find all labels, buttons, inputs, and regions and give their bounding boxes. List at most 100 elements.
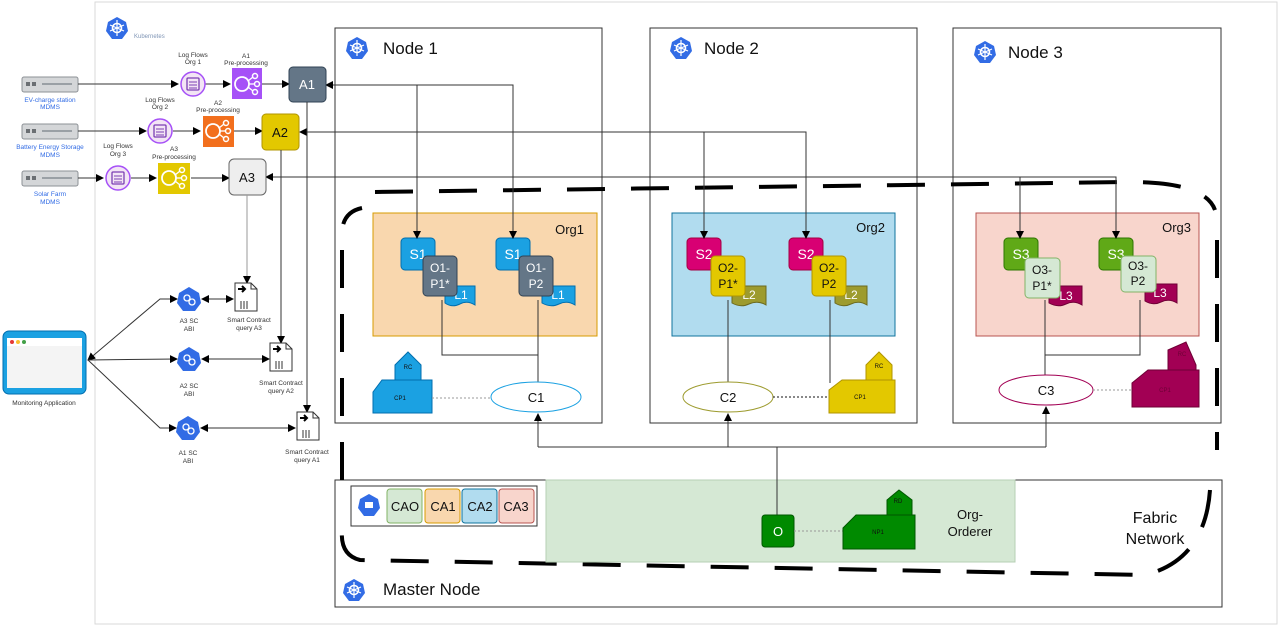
org1-label: Org1 xyxy=(555,222,584,237)
svg-text:L2: L2 xyxy=(742,288,756,302)
agent-peer-links xyxy=(265,81,1120,239)
preprocessing-a1-line2: Pre-processing xyxy=(224,60,268,67)
svg-text:P1*: P1* xyxy=(430,277,450,291)
svg-text:O3-: O3- xyxy=(1128,259,1148,273)
sc-abi-a1-line2: ABI xyxy=(183,458,194,465)
sc-query-a2-line2: query A2 xyxy=(268,388,294,395)
server-icon xyxy=(21,170,79,187)
smart-contract-doc-icon xyxy=(234,282,258,312)
sc-abi-a2-line1: A2 SC xyxy=(180,383,199,390)
log-flow-org1-line2: Org 1 xyxy=(185,59,202,66)
svg-text:L3: L3 xyxy=(1153,286,1167,300)
orderer-channel-links xyxy=(534,406,1050,515)
preprocessing-a2-line1: A2 xyxy=(214,100,222,107)
source-battery-line1: Battery Energy Storage xyxy=(16,144,84,151)
svg-text:O3-: O3- xyxy=(1032,263,1052,277)
preprocessing-a2-line2: Pre-processing xyxy=(196,107,240,114)
svg-text:NP1: NP1 xyxy=(872,530,884,536)
log-flow-org3-line1: Log Flows xyxy=(103,143,133,150)
svg-text:A1: A1 xyxy=(299,77,315,92)
server-icon xyxy=(21,76,79,93)
org3-label: Org3 xyxy=(1162,220,1191,235)
sc-query-a3-line2: query A3 xyxy=(236,325,262,332)
source-flow-arrows xyxy=(78,80,290,182)
svg-text:CP1: CP1 xyxy=(394,396,406,402)
log-flow-icon xyxy=(105,165,131,191)
preprocessing-a2 xyxy=(203,116,234,147)
server-icon xyxy=(21,123,79,140)
svg-text:S3: S3 xyxy=(1107,246,1124,262)
svg-text:C1: C1 xyxy=(528,390,545,405)
org1-peer-1: S1 L1 O1- P1* xyxy=(400,237,476,307)
source-solar-line1: Solar Farm xyxy=(34,191,66,198)
ca-cao xyxy=(386,488,423,524)
sc-query-a1-line1: Smart Contract xyxy=(285,449,329,456)
sc-abi-a2-line2: ABI xyxy=(184,391,195,398)
svg-text:RD: RD xyxy=(894,499,903,505)
svg-text:RC: RC xyxy=(404,365,413,371)
node-1-title: Node 1 xyxy=(383,39,438,58)
svg-text:CP1: CP1 xyxy=(1159,388,1171,394)
org1-peer-2: S1 L1 O1- P2 xyxy=(495,237,576,307)
org-orderer-label-line1: Org- xyxy=(957,507,983,522)
kubernetes-label: Kubernetes xyxy=(134,34,165,40)
svg-text:RC: RC xyxy=(875,364,884,370)
source-ev-line1: EV-charge station xyxy=(24,97,76,104)
org3-peer-2: S3 L3 O3- P2 xyxy=(1098,237,1178,305)
source-battery-line2: MDMS xyxy=(40,152,61,159)
log-flow-org1-line1: Log Flows xyxy=(178,52,208,59)
fabric-network-label-line2: Network xyxy=(1126,531,1186,548)
orderer-np1-rd: RD NP1 xyxy=(842,489,916,550)
svg-text:O2-: O2- xyxy=(718,261,738,275)
monitoring-application-icon xyxy=(2,330,87,395)
log-flow-org2-line2: Org 2 xyxy=(152,104,169,111)
ca-group-icon xyxy=(358,494,380,516)
sc-abi-a3-line2: ABI xyxy=(184,326,195,333)
org2-peer-1: S2 L2 O2- P1* xyxy=(686,237,767,307)
monitoring-abi-links xyxy=(87,295,178,432)
master-node-title: Master Node xyxy=(383,580,480,599)
ca-ca1 xyxy=(424,488,461,524)
log-flow-org3-line2: Org 3 xyxy=(110,151,127,158)
org3-peer-2-o xyxy=(1120,255,1157,293)
ca-ca2 xyxy=(461,488,498,524)
org2-peer-1-o xyxy=(710,255,746,297)
org2-label: Org2 xyxy=(856,220,885,235)
node-3-title: Node 3 xyxy=(1008,43,1063,62)
svg-text:C3: C3 xyxy=(1038,383,1055,398)
svg-text:P2: P2 xyxy=(529,277,544,291)
node-2-title: Node 2 xyxy=(704,39,759,58)
org3-peer-1-o xyxy=(1024,257,1061,299)
agent-sc-query-links xyxy=(243,102,311,413)
svg-text:P2: P2 xyxy=(822,277,837,291)
sc-abi-a1-line1: A1 SC xyxy=(179,450,198,457)
svg-text:A2: A2 xyxy=(272,125,288,140)
svg-text:CP1: CP1 xyxy=(854,395,866,401)
org1-peer-1-o xyxy=(422,255,458,297)
channel-c1 xyxy=(490,381,582,413)
svg-text:P1*: P1* xyxy=(718,277,738,291)
preprocessing-a1-line1: A1 xyxy=(242,53,250,60)
sc-query-a1-line2: query A1 xyxy=(294,457,320,464)
org2-cp1-rc: RC CP1 xyxy=(828,351,896,414)
preprocessing-a3-line2: Pre-processing xyxy=(152,154,196,161)
source-solar-line2: MDMS xyxy=(40,199,61,206)
org2-peer-2: S2 L2 O2- P2 xyxy=(788,237,868,307)
sc-query-a3-line1: Smart Contract xyxy=(227,317,271,324)
svg-text:S2: S2 xyxy=(695,246,712,262)
monitoring-application-label: Monitoring Application xyxy=(12,400,76,407)
org3-peer-1: S3 L3 O3- P1* xyxy=(1003,237,1083,307)
org3-cp1-rc: RC CP1 xyxy=(1131,341,1200,408)
svg-text:C2: C2 xyxy=(720,390,737,405)
svg-text:S3: S3 xyxy=(1012,246,1029,262)
log-flow-org2-line1: Log Flows xyxy=(145,97,175,104)
ca-ca3 xyxy=(498,488,535,524)
svg-text:P2: P2 xyxy=(1131,274,1146,288)
svg-text:O1-: O1- xyxy=(526,261,546,275)
fabric-network-label-line1: Fabric xyxy=(1133,510,1177,527)
svg-text:L1: L1 xyxy=(551,288,565,302)
svg-text:P1*: P1* xyxy=(1032,279,1052,293)
abi-query-arrows xyxy=(200,295,296,432)
org1-channel-lines xyxy=(441,300,1141,383)
svg-text:O: O xyxy=(773,524,783,539)
